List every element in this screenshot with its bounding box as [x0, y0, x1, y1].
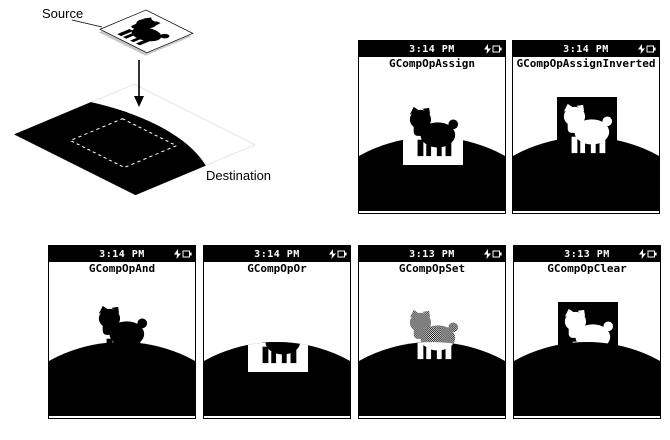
composite-preview-set: [359, 309, 505, 416]
destination-hill: [359, 137, 505, 211]
compop-title: GCompOpSet: [398, 262, 466, 275]
compositing-diagram: Source Destination: [6, 0, 356, 235]
battery-charging-icon: [329, 249, 347, 259]
source-label: Source: [42, 6, 84, 21]
destination-hill: [14, 91, 215, 196]
watch-screen-assign-inverted: 3:14 PM GCompOpAssignInverted: [512, 40, 660, 214]
status-bar: 3:14 PM: [204, 246, 350, 262]
destination-hill: [49, 342, 195, 416]
battery-charging-icon: [484, 249, 502, 259]
compop-title: GCompOpClear: [547, 262, 627, 275]
source-bitmap-bg: [248, 342, 308, 372]
compop-title: GCompOpAnd: [88, 262, 156, 275]
watch-screen-set: 3:13 PM GCompOpSet: [358, 245, 506, 419]
destination-hill: [204, 342, 350, 416]
composite-preview-clear: [514, 302, 660, 416]
composite-preview-or: [204, 342, 350, 416]
destination-hill: [513, 137, 659, 211]
status-bar: 3:14 PM: [513, 41, 659, 57]
watch-screen-and: 3:14 PM GCompOpAnd: [48, 245, 196, 419]
composite-preview-assign-inverted: [513, 97, 659, 211]
arrow-down-icon: [134, 60, 144, 107]
compop-title: GCompOpOr: [247, 262, 307, 275]
battery-charging-icon: [484, 44, 502, 54]
diagram-art: [14, 9, 256, 196]
destination-label: Destination: [206, 168, 272, 183]
source-tile: [98, 9, 194, 56]
status-time: 3:14 PM: [409, 43, 455, 55]
hill-clipped-composite: [248, 342, 308, 372]
destination-hill: [359, 342, 505, 416]
composite-preview-assign: [359, 99, 505, 211]
watch-screen-or: 3:14 PM GCompOpOr: [203, 245, 351, 419]
status-bar: 3:14 PM: [359, 41, 505, 57]
watch-screen-assign: 3:14 PM GCompOpAssign: [358, 40, 506, 214]
source-leader-line: [71, 19, 103, 28]
status-time: 3:14 PM: [254, 248, 300, 260]
compop-title: GCompOpAssignInverted: [516, 57, 656, 70]
status-bar: 3:13 PM: [514, 246, 660, 262]
compop-title: GCompOpAssign: [388, 57, 476, 70]
battery-charging-icon: [638, 44, 656, 54]
destination-plane: [14, 84, 256, 196]
battery-charging-icon: [174, 249, 192, 259]
status-time: 3:14 PM: [99, 248, 145, 260]
status-time: 3:13 PM: [409, 248, 455, 260]
battery-charging-icon: [639, 249, 657, 259]
status-bar: 3:13 PM: [359, 246, 505, 262]
status-time: 3:14 PM: [563, 43, 609, 55]
status-bar: 3:14 PM: [49, 246, 195, 262]
watch-screen-clear: 3:13 PM GCompOpClear: [513, 245, 661, 419]
destination-hill: [514, 342, 660, 416]
status-time: 3:13 PM: [564, 248, 610, 260]
composite-preview-and: [49, 305, 195, 416]
